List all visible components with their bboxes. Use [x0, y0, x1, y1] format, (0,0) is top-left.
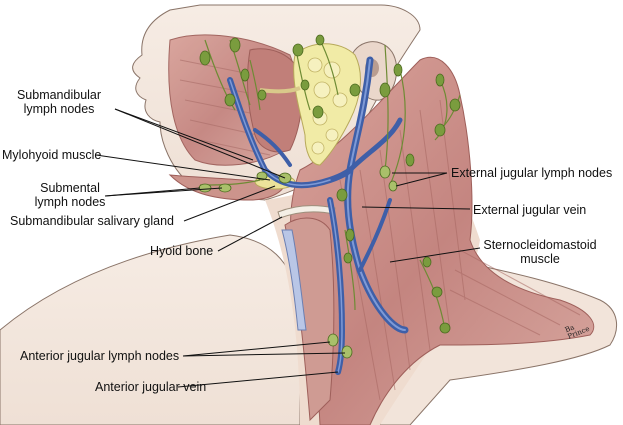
anterior-jugular-vein: [327, 197, 346, 375]
label-sternocleidomastoid-muscle: Sternocleidomastoid muscle: [483, 238, 597, 266]
label-hyoid-bone: Hyoid bone: [150, 244, 214, 258]
external-jugular-vein: [344, 56, 409, 334]
label-submental-lymph-nodes: Submental lymph nodes: [34, 181, 106, 209]
trachea: [281, 229, 307, 331]
label-anterior-jugular-lymph-nodes: Anterior jugular lymph nodes: [20, 349, 180, 363]
parotid-gland: [293, 43, 361, 166]
lymph-nodes: [198, 34, 461, 359]
leader-lines: [95, 108, 481, 388]
shoulder-left-skin: [0, 234, 301, 425]
label-mylohyoid-muscle: Mylohyoid muscle: [2, 148, 102, 162]
label-external-jugular-vein: External jugular vein: [473, 203, 587, 217]
label-external-jugular-lymph-nodes: External jugular lymph nodes: [451, 166, 613, 180]
label-submandibular-lymph-nodes: Submandibular lymph nodes: [16, 88, 102, 116]
label-submandibular-salivary-gland: Submandibular salivary gland: [10, 214, 174, 228]
label-anterior-jugular-vein: Anterior jugular vein: [95, 380, 207, 394]
masseter-muscle: [247, 48, 303, 153]
